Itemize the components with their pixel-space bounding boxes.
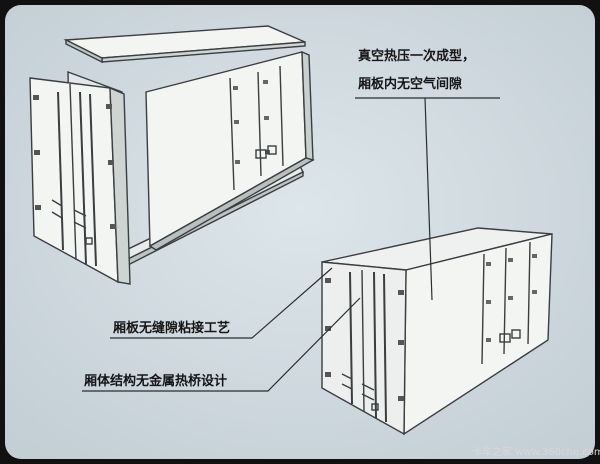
annotation-top-line1: 真空热压一次成型， [358,48,475,64]
leader-line-low [82,297,361,392]
leader-line-mid [110,267,333,339]
leader-lines [82,97,500,392]
assembled-box [321,227,553,436]
annotation-seamless-bonding: 厢板无缝隙粘接工艺 [113,320,230,336]
exploded-box [29,25,315,285]
annotation-top-line2: 厢板内无空气间隙 [358,76,462,92]
watermark: 卡车之家 www.360che.com [472,445,600,458]
annotation-no-thermal-bridge: 厢体结构无金属热桥设计 [84,373,227,389]
